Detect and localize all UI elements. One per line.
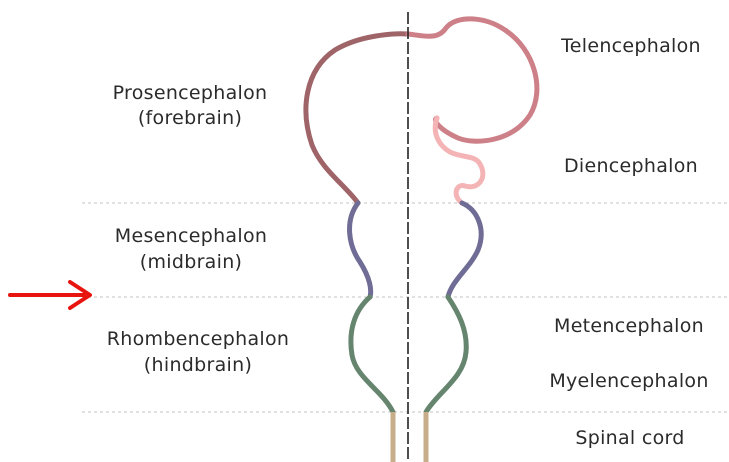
label-spinal-cord: Spinal cord [575, 426, 684, 451]
mesencephalon-outline-right [448, 203, 481, 297]
label-rhombencephalon: Rhombencephalon [107, 327, 290, 352]
label-telencephalon: Telencephalon [561, 34, 701, 59]
label-midbrain: (midbrain) [140, 250, 243, 275]
label-hindbrain: (hindbrain) [144, 353, 252, 378]
prosencephalon-outline [306, 34, 408, 203]
label-prosencephalon: Prosencephalon [113, 81, 268, 106]
telencephalon-outline [408, 19, 537, 141]
label-mesencephalon: Mesencephalon [115, 224, 267, 249]
label-diencephalon: Diencephalon [564, 154, 698, 179]
label-forebrain: (forebrain) [138, 106, 242, 131]
rhombencephalon-outline-left [351, 297, 393, 412]
label-myelencephalon: Myelencephalon [549, 369, 708, 394]
metencephalon-myelencephalon-outline [426, 297, 466, 412]
red-arrow-icon [10, 282, 90, 308]
label-metencephalon: Metencephalon [554, 314, 704, 339]
mesencephalon-outline [350, 203, 371, 297]
